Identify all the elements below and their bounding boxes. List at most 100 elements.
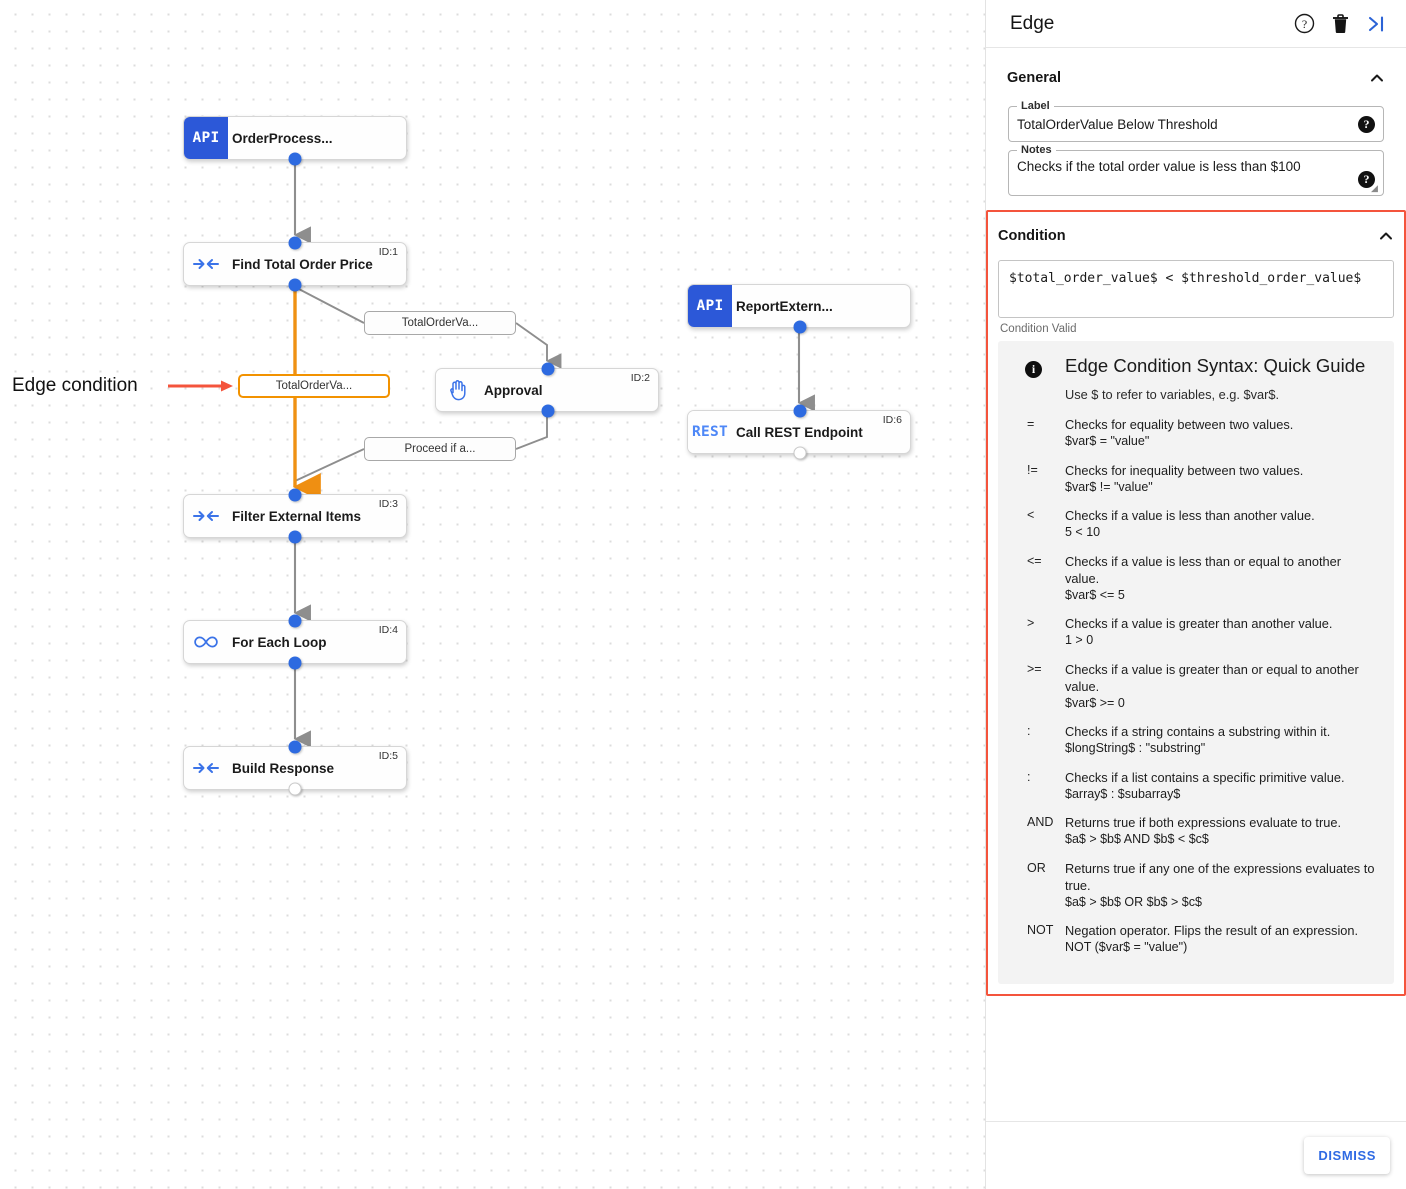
node-output-port[interactable]: [793, 320, 807, 334]
chevron-up-icon[interactable]: [1378, 228, 1394, 244]
node-id-tag: ID:4: [378, 624, 398, 636]
help-icon[interactable]: ?: [1294, 13, 1315, 34]
node-output-port[interactable]: [288, 152, 302, 166]
label-field[interactable]: Label ?: [1008, 100, 1384, 142]
operator-row: AND Returns true if both expressions eval…: [1014, 814, 1378, 849]
node-label: Find Total Order Price: [232, 256, 373, 272]
operator-row: >=Checks if a value is greater than or e…: [1014, 661, 1378, 713]
compress-arrows-icon: [184, 243, 228, 285]
notes-help-icon[interactable]: ?: [1358, 171, 1375, 188]
node-id-tag: ID:3: [378, 498, 398, 510]
node-reportextern[interactable]: API ReportExtern...: [687, 284, 911, 334]
operator-row: : Checks if a list contains a specific pr…: [1014, 769, 1378, 804]
node-label: For Each Loop: [232, 634, 327, 650]
page-title: Edge: [1010, 12, 1055, 34]
operator-row: : Checks if a string contains a substring…: [1014, 723, 1378, 758]
node-orderprocess[interactable]: API OrderProcess...: [183, 116, 407, 166]
node-output-port[interactable]: [288, 656, 302, 670]
panel-header: Edge ?: [986, 0, 1406, 48]
node-input-port[interactable]: [541, 362, 555, 376]
chevron-up-icon[interactable]: [1369, 70, 1385, 86]
operator-description: Checks if a value is greater than or equ…: [1065, 661, 1359, 694]
node-label: Approval: [484, 382, 543, 398]
node-approval[interactable]: Approval ID:2: [435, 362, 659, 418]
edge-chip-proceed-to-filter: [294, 448, 365, 482]
operator-symbol: :: [1027, 724, 1031, 739]
svg-text:?: ?: [1302, 17, 1307, 31]
node-output-port[interactable]: [288, 530, 302, 544]
condition-section: Condition $total_order_value$ < $thresho…: [986, 210, 1406, 996]
operator-example: 5 < 10: [1065, 525, 1101, 540]
operator-description: Returns true if both expressions evaluat…: [1065, 815, 1341, 831]
guide-title: Edge Condition Syntax: Quick Guide: [1065, 355, 1366, 376]
node-output-port[interactable]: [793, 446, 807, 460]
api-badge-icon: API: [184, 117, 228, 159]
syntax-quick-guide: i Edge Condition Syntax: Quick Guide Use…: [998, 341, 1394, 984]
label-help-icon[interactable]: ?: [1358, 115, 1375, 133]
operator-example: $longString$ : "substring": [1065, 741, 1206, 756]
info-icon: i: [1025, 361, 1042, 378]
edge-label-totalordervalue-top[interactable]: TotalOrderVa...: [364, 311, 516, 335]
guide-header: i Edge Condition Syntax: Quick Guide: [1014, 355, 1378, 378]
node-for-each-loop[interactable]: For Each Loop ID:4: [183, 614, 407, 670]
node-output-port[interactable]: [541, 404, 555, 418]
condition-section-header[interactable]: Condition: [988, 216, 1404, 256]
collapse-panel-icon[interactable]: [1366, 14, 1388, 34]
node-label: ReportExtern...: [736, 298, 833, 314]
api-badge-icon: API: [688, 285, 732, 327]
node-input-port[interactable]: [288, 488, 302, 502]
resize-grip-icon[interactable]: ◢: [1371, 183, 1378, 193]
node-id-tag: ID:6: [882, 414, 902, 426]
operator-symbol: >: [1027, 616, 1035, 631]
notes-input[interactable]: Checks if the total order value is less …: [1017, 159, 1352, 189]
dismiss-button[interactable]: DISMISS: [1304, 1137, 1390, 1174]
flow-canvas[interactable]: Edge condition API OrderProcess... Find …: [0, 0, 985, 1189]
node-output-port[interactable]: [288, 782, 302, 796]
general-section-header[interactable]: General: [998, 58, 1394, 98]
node-input-port[interactable]: [288, 740, 302, 754]
operator-description: Checks if a string contains a substring …: [1065, 724, 1331, 740]
node-filter-external-items[interactable]: Filter External Items ID:3: [183, 488, 407, 544]
notes-field[interactable]: Notes Checks if the total order value is…: [1008, 144, 1384, 196]
edge-label-proceed-if[interactable]: Proceed if a...: [364, 437, 516, 461]
edge-label-totalordervalue-selected[interactable]: TotalOrderVa...: [238, 374, 390, 398]
operator-symbol: AND: [1027, 815, 1054, 830]
operator-symbol: <: [1027, 508, 1035, 523]
condition-expression-input[interactable]: $total_order_value$ < $threshold_order_v…: [998, 260, 1394, 318]
infinity-icon: [184, 621, 228, 663]
node-id-tag: ID:5: [378, 750, 398, 762]
node-find-total-order-price[interactable]: Find Total Order Price ID:1: [183, 236, 407, 292]
operator-description: Checks if a value is less than another v…: [1065, 508, 1315, 524]
node-input-port[interactable]: [288, 236, 302, 250]
panel-scroll-area[interactable]: General Label ? Notes Checks if the tota…: [986, 48, 1406, 1189]
label-field-legend: Label: [1017, 100, 1054, 112]
node-build-response[interactable]: Build Response ID:5: [183, 740, 407, 796]
operator-description: Checks if a list contains a specific pri…: [1065, 769, 1345, 785]
delete-icon[interactable]: [1331, 13, 1350, 34]
operator-example: $var$ = "value": [1065, 434, 1150, 449]
node-input-port[interactable]: [793, 404, 807, 418]
operator-description: Checks if a value is less than or equal …: [1065, 553, 1342, 586]
node-output-port[interactable]: [288, 278, 302, 292]
node-input-port[interactable]: [288, 614, 302, 628]
operator-symbol: =: [1027, 417, 1035, 431]
operator-symbol: :: [1027, 769, 1031, 784]
edge-findtotal-to-chip-top: [294, 286, 365, 324]
general-section: General Label ? Notes Checks if the tota…: [986, 58, 1406, 196]
operator-row: =Checks for equality between two values.…: [1014, 416, 1378, 451]
general-section-title: General: [1007, 70, 1061, 86]
operator-example: 1 > 0: [1065, 633, 1094, 648]
condition-status-text: Condition Valid: [1000, 323, 1077, 335]
edge-condition-annotation: Edge condition: [12, 375, 138, 396]
condition-section-title: Condition: [998, 228, 1066, 244]
guide-subtitle: Use $ to refer to variables, e.g. $var$.: [1065, 387, 1280, 402]
operator-symbol: !=: [1027, 462, 1038, 477]
operator-symbol: OR: [1027, 860, 1046, 875]
panel-footer: DISMISS: [986, 1121, 1406, 1189]
node-call-rest-endpoint[interactable]: REST Call REST Endpoint ID:6: [687, 404, 911, 460]
label-input[interactable]: [1017, 116, 1352, 132]
operator-example: $var$ <= 5: [1065, 587, 1125, 602]
annotation-arrow: [168, 380, 233, 392]
operator-row: !=Checks for inequality between two valu…: [1014, 462, 1378, 497]
